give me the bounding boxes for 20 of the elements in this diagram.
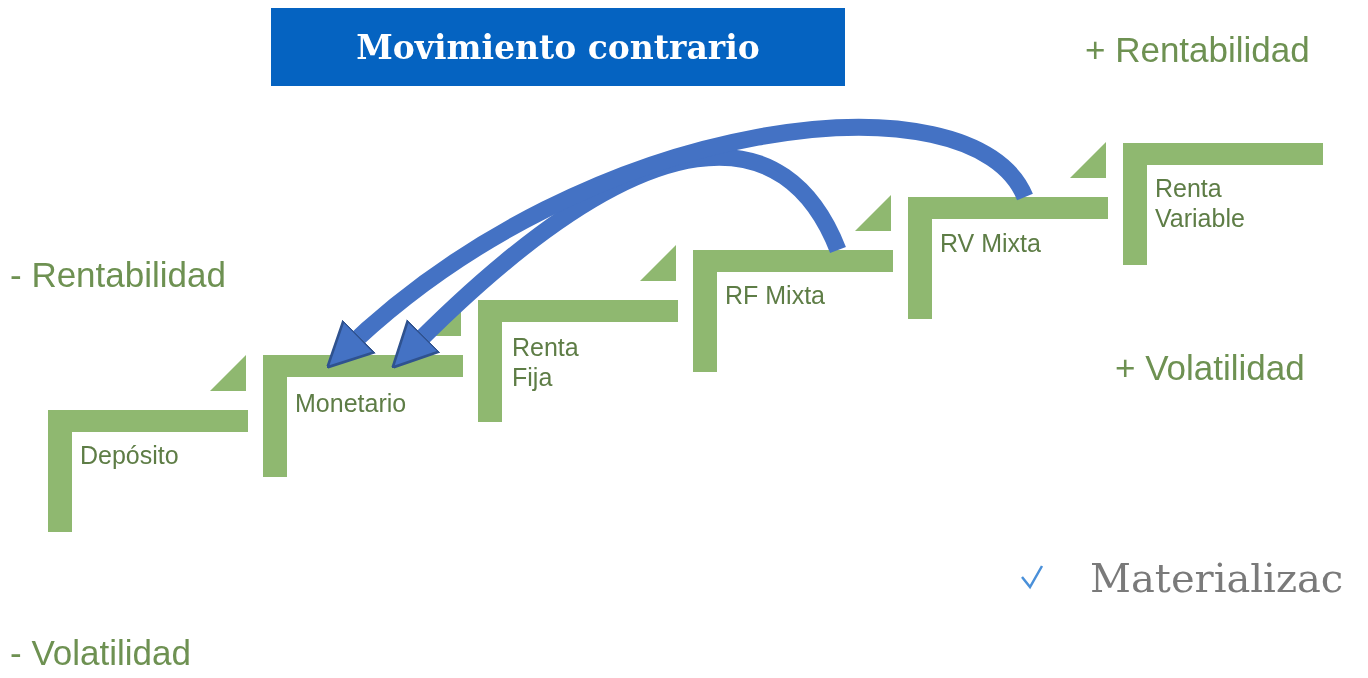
step-shape: [48, 410, 248, 532]
curved-arrow: [390, 149, 846, 369]
axis-label: - Rentabilidad: [10, 255, 226, 295]
step-shape: [1123, 143, 1323, 265]
axis-label: - Volatilidad: [10, 633, 191, 673]
step-label: Monetario: [295, 388, 408, 418]
axis-label: + Rentabilidad: [1085, 30, 1310, 70]
step-label: RF Mixta: [725, 280, 826, 310]
step-shape: [263, 355, 463, 477]
step-label: Depósito: [80, 440, 180, 470]
title-banner: Movimiento contrario: [271, 8, 845, 86]
step-label: Renta Fija: [512, 332, 580, 392]
step-label: RV Mixta: [940, 228, 1042, 258]
curved-arrow: [325, 119, 1032, 368]
axis-label: + Volatilidad: [1115, 348, 1305, 388]
step-label: Renta Variable: [1155, 173, 1246, 233]
step-shape: [693, 250, 893, 372]
step-shape: [478, 300, 678, 422]
bullet-text: Materializac: [1090, 555, 1344, 601]
step-shape: [908, 197, 1108, 319]
